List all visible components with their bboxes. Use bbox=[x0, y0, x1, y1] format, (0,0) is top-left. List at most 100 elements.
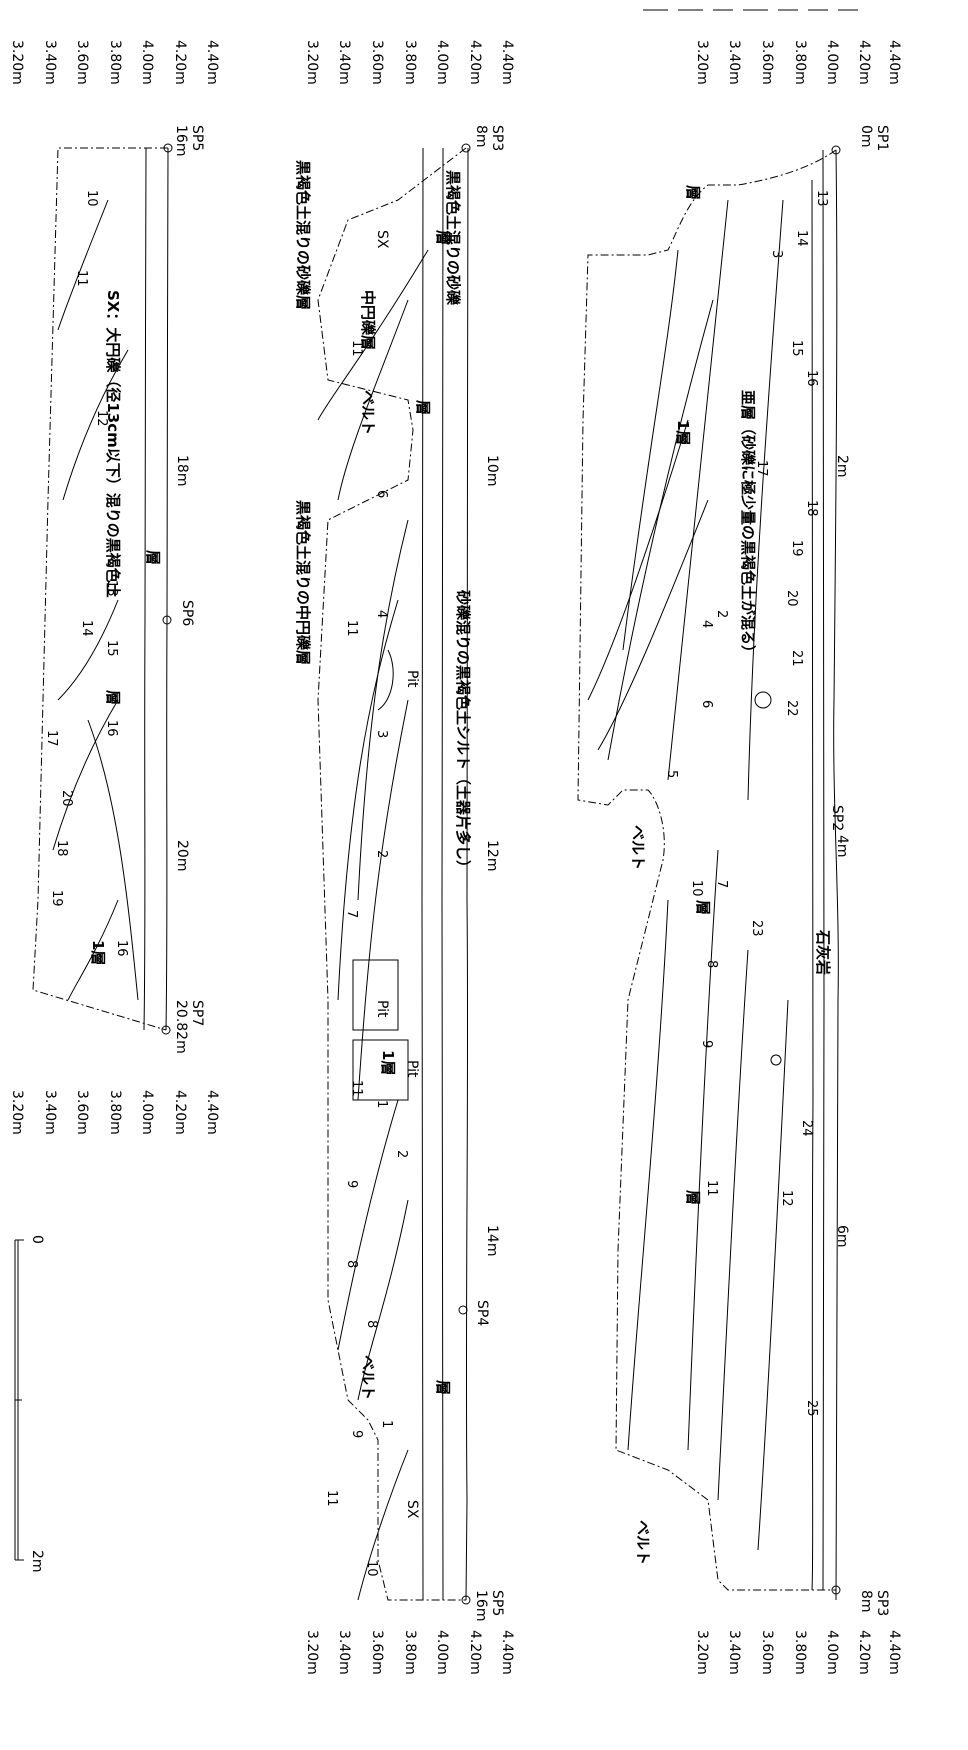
elevation-label: 4.20m bbox=[172, 1090, 188, 1135]
layer-label: 層 bbox=[694, 900, 712, 915]
layer-number: 25 bbox=[804, 1400, 819, 1417]
layer-number: 6 bbox=[374, 490, 389, 498]
layer-number: 3 bbox=[374, 730, 389, 738]
sp5-dist-2: 16m bbox=[473, 1590, 489, 1621]
elevation-label: 4.20m bbox=[172, 40, 188, 85]
elevation-label: 4.00m bbox=[139, 40, 155, 85]
layer-number: 9 bbox=[699, 1040, 714, 1048]
elevation-label: 3.80m bbox=[402, 40, 418, 85]
layer-number: 2 bbox=[374, 850, 389, 858]
layer-number: 11 bbox=[704, 1180, 719, 1197]
annotation-3: SX：大円礫（径13cm以下）混りの黒褐色土 bbox=[104, 290, 122, 598]
sp5-label-2: SP5 bbox=[489, 1590, 505, 1616]
layer-number: 9 bbox=[349, 1430, 364, 1438]
sp1-dist: 0m bbox=[858, 125, 874, 148]
annotation-2a: 黒褐色土混りの砂礫 bbox=[444, 170, 462, 306]
section-2 bbox=[317, 143, 471, 1605]
layer-number: 16 bbox=[804, 370, 819, 387]
layer-number: 2 bbox=[714, 610, 729, 618]
dist-10m: 10m bbox=[484, 455, 500, 486]
layer-number: 3 bbox=[769, 250, 784, 258]
elevation-label: 3.80m bbox=[402, 1630, 418, 1675]
sp3-label-2: SP3 bbox=[489, 125, 505, 151]
layer-number: 15 bbox=[104, 640, 119, 657]
elevation-label: 4.00m bbox=[824, 1630, 840, 1675]
layer-label: 層 bbox=[684, 1190, 702, 1205]
sp5-dist-3: 16m bbox=[173, 125, 189, 156]
layer-number: 15 bbox=[789, 340, 804, 357]
sp4-label: SP4 bbox=[474, 1300, 490, 1326]
elevation-label: 4.20m bbox=[467, 1630, 483, 1675]
ground-line-2 bbox=[465, 147, 469, 1601]
profile-1 bbox=[577, 149, 837, 1591]
layer-label: 層 bbox=[434, 230, 452, 245]
layer-number: 19 bbox=[49, 890, 64, 907]
annotation-2b: 黒褐色土混りの砂礫層 bbox=[294, 160, 312, 310]
dist-20m: 20m bbox=[174, 840, 190, 871]
layer-label: 層 bbox=[684, 185, 702, 200]
layer-label: 層 bbox=[144, 550, 162, 565]
elevation-label: 3.60m bbox=[759, 40, 775, 85]
layer-number: 11 bbox=[349, 1080, 364, 1097]
sp3-label-1: SP3 bbox=[874, 1590, 890, 1616]
elevation-label: 3.80m bbox=[107, 40, 123, 85]
layer-number: 12 bbox=[94, 410, 109, 427]
elevation-label: 3.40m bbox=[42, 40, 58, 85]
layer-number: 11 bbox=[349, 340, 364, 357]
ground-line-1c bbox=[811, 179, 814, 1591]
layer-number: 8 bbox=[364, 1320, 379, 1328]
section-3 bbox=[32, 143, 173, 1035]
layer-number: 16 bbox=[104, 720, 119, 737]
layer-number: 11 bbox=[324, 1490, 339, 1507]
layer-label: 1層 bbox=[89, 940, 107, 965]
layer-number: 2 bbox=[394, 1150, 409, 1158]
elevation-label: 3.60m bbox=[74, 40, 90, 85]
layer-number: 10 bbox=[689, 880, 704, 897]
layer-number: 19 bbox=[789, 540, 804, 557]
elevation-label: 3.40m bbox=[726, 40, 742, 85]
layer-number: 4 bbox=[699, 620, 714, 628]
profile-2 bbox=[317, 147, 467, 1601]
annotation-2e: 砂礫混りの黒褐色土シルト（土器片多し） bbox=[454, 590, 472, 875]
layer-label: 層 bbox=[414, 400, 432, 415]
layer-number: 22 bbox=[784, 700, 799, 717]
layer-number: 23 bbox=[749, 920, 764, 937]
elevation-label: 3.40m bbox=[42, 1090, 58, 1135]
sp6-label: SP6 bbox=[179, 600, 195, 626]
layer-number: 5 bbox=[664, 770, 679, 778]
sp1-label: SP1 bbox=[874, 125, 890, 151]
elevation-label: 3.20m bbox=[9, 40, 25, 85]
layer-number: 1 bbox=[374, 1100, 389, 1108]
layer-number: 13 bbox=[104, 580, 119, 597]
layer-number: 10 bbox=[364, 1560, 379, 1577]
annotation-limestone: 石灰岩 bbox=[814, 929, 832, 975]
annotation-2d: 黒褐色土混りの中円礫層 bbox=[294, 500, 312, 665]
layer-number: 7 bbox=[344, 910, 359, 918]
dist-14m: 14m bbox=[484, 1225, 500, 1256]
elevation-label: 4.00m bbox=[824, 40, 840, 85]
layer-number: 9 bbox=[344, 1180, 359, 1188]
feature-sx-2: SX bbox=[404, 1500, 420, 1519]
scale-max: 2m bbox=[29, 1550, 45, 1573]
elevation-label: 3.60m bbox=[369, 1630, 385, 1675]
layer-number: 1 bbox=[379, 1420, 394, 1428]
elevation-label: 4.40m bbox=[886, 1630, 902, 1675]
elevation-label: 3.60m bbox=[369, 40, 385, 85]
layer-label: 1層 bbox=[379, 1050, 397, 1075]
annotation-1: 亜層（砂礫に極少量の黒褐色土が混る） bbox=[739, 390, 757, 660]
elevation-label: 4.40m bbox=[499, 1630, 515, 1675]
layer-number: 8 bbox=[704, 960, 719, 968]
layer-number: 18 bbox=[804, 500, 819, 517]
ground-line-1b bbox=[822, 149, 825, 1591]
ground-line-3 bbox=[165, 147, 169, 1031]
dist-4m: 4m bbox=[834, 835, 850, 858]
sp2-label: SP2 bbox=[829, 805, 845, 831]
elevation-labels: 4.40m 4.20m 4.00m 3.80m 3.60m 3.40m 3.20m 4.40m… bbox=[9, 40, 902, 1675]
layer-number: 11 bbox=[74, 270, 89, 287]
sp3-dist-2: 8m bbox=[473, 125, 489, 148]
dist-2m: 2m bbox=[834, 455, 850, 478]
layer-number: 16 bbox=[114, 940, 129, 957]
layer-number: 17 bbox=[754, 460, 769, 477]
layer-number: 8 bbox=[344, 1260, 359, 1268]
annotation-2c: 中円礫層 bbox=[359, 290, 377, 350]
